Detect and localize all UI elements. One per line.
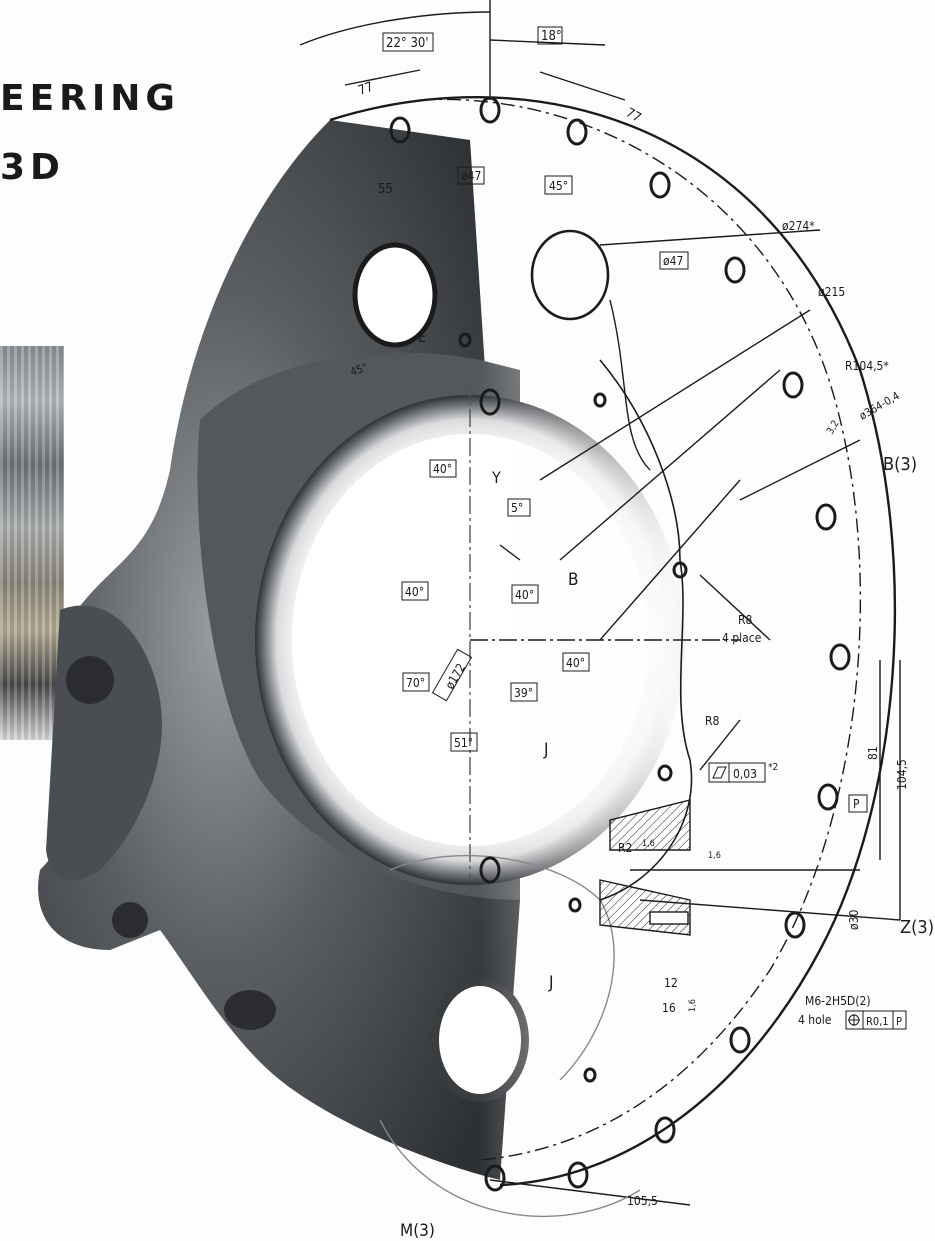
position-icon	[848, 1014, 860, 1026]
dia-47-right: ø47	[663, 254, 683, 268]
datum-p: P	[853, 797, 860, 811]
label-e: E	[418, 328, 427, 346]
angle-40-right: 40°	[566, 656, 585, 670]
dia-30: ø30	[847, 910, 861, 930]
angle-22-30-label: 22° 30'	[386, 36, 429, 51]
dim-16: 16	[662, 1001, 676, 1015]
label-j-lower: J	[548, 973, 554, 993]
dim-104-5: 104,5	[895, 759, 909, 790]
dia-47-right-box	[659, 251, 689, 270]
angle-40-top: 40°	[433, 462, 452, 476]
flange-bolt-holes	[389, 96, 851, 1192]
headline-line-2: 3D	[0, 147, 65, 188]
angle-45-top: 45°	[549, 179, 568, 193]
section-m3: M(3)	[400, 1221, 435, 1241]
place-4: 4 place	[722, 631, 762, 645]
dia-172-box	[431, 648, 473, 702]
angle-18-box	[537, 26, 563, 45]
dim-105-5: 105,5	[627, 1194, 658, 1208]
dia-274: ø274*	[782, 219, 815, 233]
thread-spec: M6-2H5D(2)	[805, 994, 871, 1008]
dim-77-right: 77	[623, 105, 643, 125]
label-j-upper: J	[543, 740, 549, 760]
angle-40-center: 40°	[515, 588, 534, 602]
angle-40-left: 40°	[405, 585, 424, 599]
roughness-1-6-c: 1,6	[688, 999, 698, 1012]
flatness-value: 0,03	[733, 767, 757, 781]
angle-5-box	[507, 498, 531, 517]
drawing-linework	[299, 0, 901, 1217]
radius-104-5: R104,5*	[845, 359, 889, 373]
radius-r2: R2	[618, 841, 632, 855]
angle-39: 39°	[514, 686, 533, 700]
label-y: Y	[491, 468, 501, 487]
angle-22-30-box	[382, 32, 434, 52]
dim-12: 12	[664, 976, 678, 990]
datum-p-box	[848, 794, 868, 813]
radius-r8-lower: R8	[705, 714, 720, 728]
position-datum: P	[896, 1015, 902, 1028]
angle-45-top-box	[544, 175, 573, 195]
dim-55: 55	[378, 182, 393, 197]
angle-40-center-box	[511, 584, 539, 604]
dia-215: ø215	[818, 285, 845, 299]
angle-70-box	[402, 672, 430, 692]
angle-39-box	[510, 682, 538, 702]
position-frame	[845, 1010, 907, 1030]
angle-51-box	[450, 732, 478, 752]
hole-count: 4 hole	[798, 1013, 832, 1027]
angle-40-top-box	[429, 459, 457, 478]
angle-18-label: 18°	[541, 29, 562, 44]
label-b: B	[568, 570, 579, 590]
roughness-1-6-b: 1,6	[708, 851, 721, 861]
radius-r8-top: R8	[738, 613, 753, 627]
flatness-icon	[712, 766, 727, 779]
angle-70: 70°	[406, 676, 425, 690]
casting-body	[38, 0, 935, 1241]
flatness-frame	[708, 762, 766, 783]
angle-45-left: 45°	[349, 361, 370, 379]
dia-47-top-box	[457, 166, 485, 185]
headline-line-1: EERING	[0, 78, 180, 119]
roughness-1-6-a: 1,6	[642, 839, 655, 849]
angle-40-right-box	[562, 652, 590, 672]
flatness-note: *2	[768, 762, 778, 773]
dim-77-left: 77	[356, 80, 375, 99]
section-b3: B(3)	[883, 454, 917, 475]
angle-40-left-box	[401, 581, 429, 601]
angle-5: 5°	[511, 501, 523, 515]
dia-47-top: ø47	[461, 169, 481, 183]
position-tol: R0,1	[866, 1015, 889, 1028]
angle-51: 51°	[454, 736, 473, 750]
workshop-photo	[0, 346, 64, 740]
dim-81: 81	[866, 746, 880, 760]
section-z3: Z(3)	[900, 917, 934, 938]
